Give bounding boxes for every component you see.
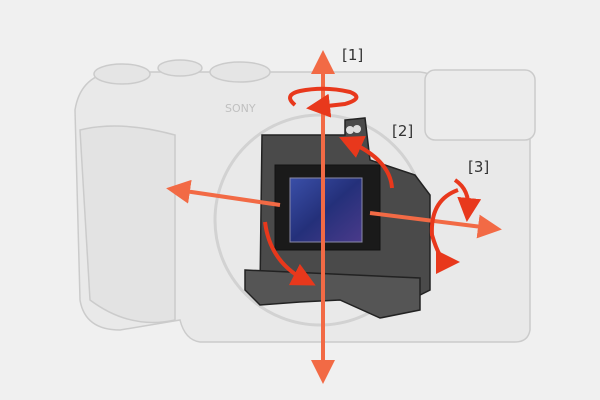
label-axis-2: [2] <box>392 122 414 140</box>
pitch-rotation-arrow-top <box>339 135 394 189</box>
label-axis-3: [3] <box>468 158 490 176</box>
label-axis-1: [1] <box>342 46 364 64</box>
yaw-rotation-arrow <box>288 86 359 118</box>
pitch-rotation-arrow-bottom <box>263 221 316 286</box>
rotation-arrows <box>263 86 482 286</box>
horizontal-axis-arrow-right <box>369 211 502 239</box>
image-sensor <box>289 177 363 243</box>
roll-rotation-arrow-right <box>453 178 482 222</box>
horizontal-axis-arrow-left <box>166 179 281 207</box>
sensor-assembly <box>244 117 431 319</box>
brand-logo: SONY <box>225 102 256 115</box>
roll-rotation-arrow-left <box>429 188 460 274</box>
